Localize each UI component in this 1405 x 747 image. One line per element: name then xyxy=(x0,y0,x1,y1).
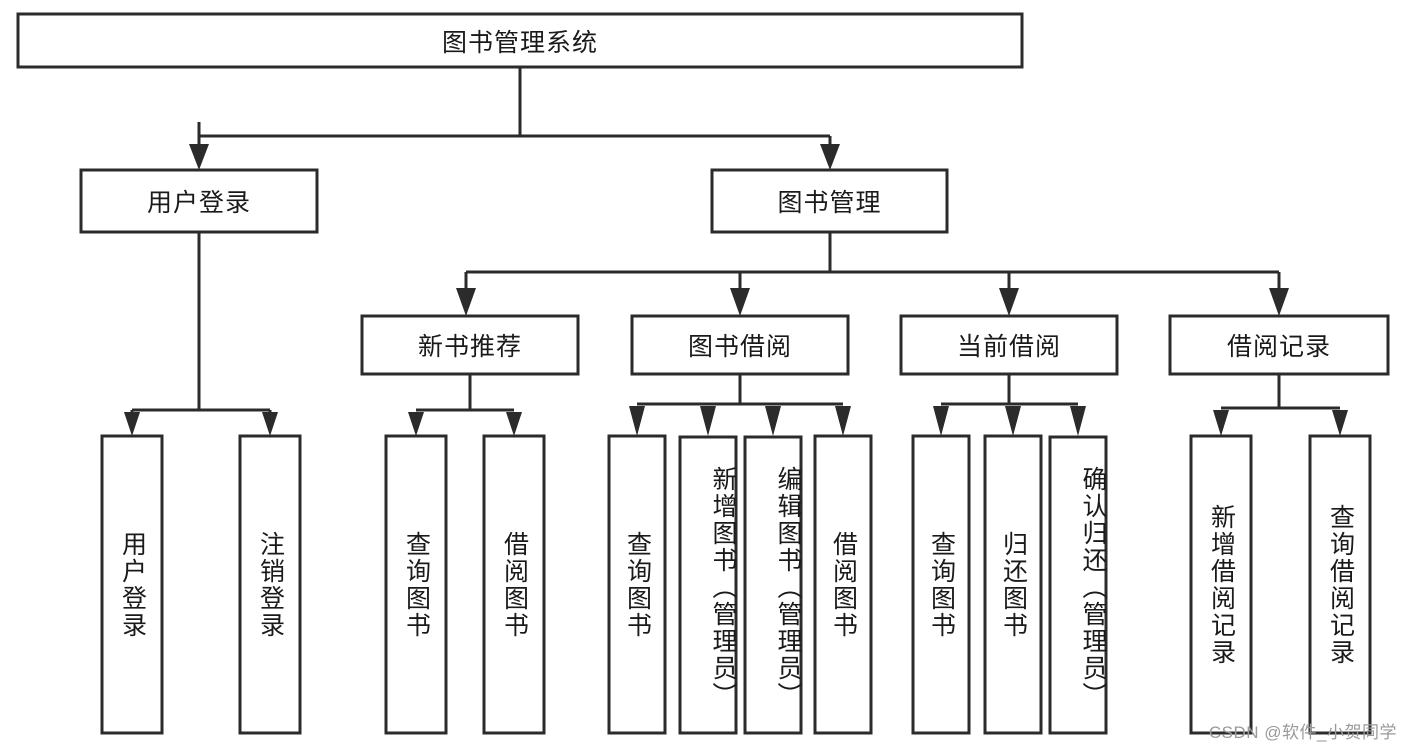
node-box-new-book-recommend[interactable] xyxy=(360,314,580,376)
node-box-leaf-query-borrow-record[interactable] xyxy=(1308,434,1372,735)
node-box-leaf-query-book-current[interactable] xyxy=(911,434,971,735)
connector-bookmgmt-to-level3 xyxy=(456,232,1289,316)
arrowhead-leaf-query-borrow-record xyxy=(1332,410,1348,436)
arrowhead-leaf-query-book-recommend xyxy=(408,412,424,436)
arrowhead-book-borrow xyxy=(730,288,750,316)
arrowhead-leaf-logout xyxy=(262,412,278,436)
node-box-leaf-add-borrow-record[interactable] xyxy=(1189,434,1253,735)
arrowhead-book-management xyxy=(820,144,840,170)
node-box-book-management[interactable] xyxy=(710,168,949,234)
arrowhead-leaf-return-book xyxy=(1005,406,1021,436)
arrowhead-leaf-confirm-return-admin xyxy=(1070,406,1086,436)
arrowhead-leaf-borrow-book xyxy=(835,406,851,436)
arrowhead-leaf-query-book-current xyxy=(933,406,949,436)
node-box-book-borrow[interactable] xyxy=(630,314,850,376)
arrowhead-leaf-add-borrow-record xyxy=(1213,410,1229,436)
arrowhead-leaf-edit-book-admin xyxy=(765,406,781,436)
arrowhead-borrow-records xyxy=(1269,288,1289,316)
node-box-leaf-confirm-return-admin[interactable] xyxy=(1048,435,1108,735)
node-box-leaf-query-book-recommend[interactable] xyxy=(384,434,448,735)
node-box-leaf-borrow-book[interactable] xyxy=(813,434,873,735)
arrowhead-leaf-borrow-book-recommend xyxy=(506,412,522,436)
connector-newbook-to-leaves xyxy=(408,374,522,436)
node-box-borrow-records[interactable] xyxy=(1168,314,1390,376)
node-box-leaf-return-book[interactable] xyxy=(983,434,1043,735)
arrowhead-user-login xyxy=(189,144,209,170)
node-box-leaf-logout[interactable] xyxy=(238,434,302,735)
connector-root-to-level2 xyxy=(189,67,840,170)
arrowhead-leaf-add-book-admin xyxy=(700,406,716,436)
connector-borrowrecords-to-leaves xyxy=(1213,374,1348,436)
node-box-user-login[interactable] xyxy=(79,168,319,234)
node-box-leaf-edit-book-admin[interactable] xyxy=(743,435,803,735)
arrowhead-leaf-query-book-borrow xyxy=(629,406,645,436)
connector-bookborrow-to-leaves xyxy=(629,374,851,436)
node-box-leaf-user-login[interactable] xyxy=(100,434,164,735)
node-box-leaf-borrow-book-recommend[interactable] xyxy=(482,434,546,735)
csdn-watermark: CSDN @软件_小贺同学 xyxy=(1208,723,1397,742)
arrowhead-leaf-user-login xyxy=(124,412,140,436)
node-box-leaf-add-book-admin[interactable] xyxy=(678,435,738,735)
arrowhead-new-book-recommend xyxy=(456,288,476,316)
arrowhead-current-borrow xyxy=(999,288,1019,316)
connector-userlogin-to-leaves xyxy=(124,232,278,436)
connector-currentborrow-to-leaves xyxy=(933,374,1086,436)
node-box-root[interactable] xyxy=(16,12,1024,69)
node-box-leaf-query-book-borrow[interactable] xyxy=(607,434,667,735)
node-box-current-borrow[interactable] xyxy=(899,314,1119,376)
